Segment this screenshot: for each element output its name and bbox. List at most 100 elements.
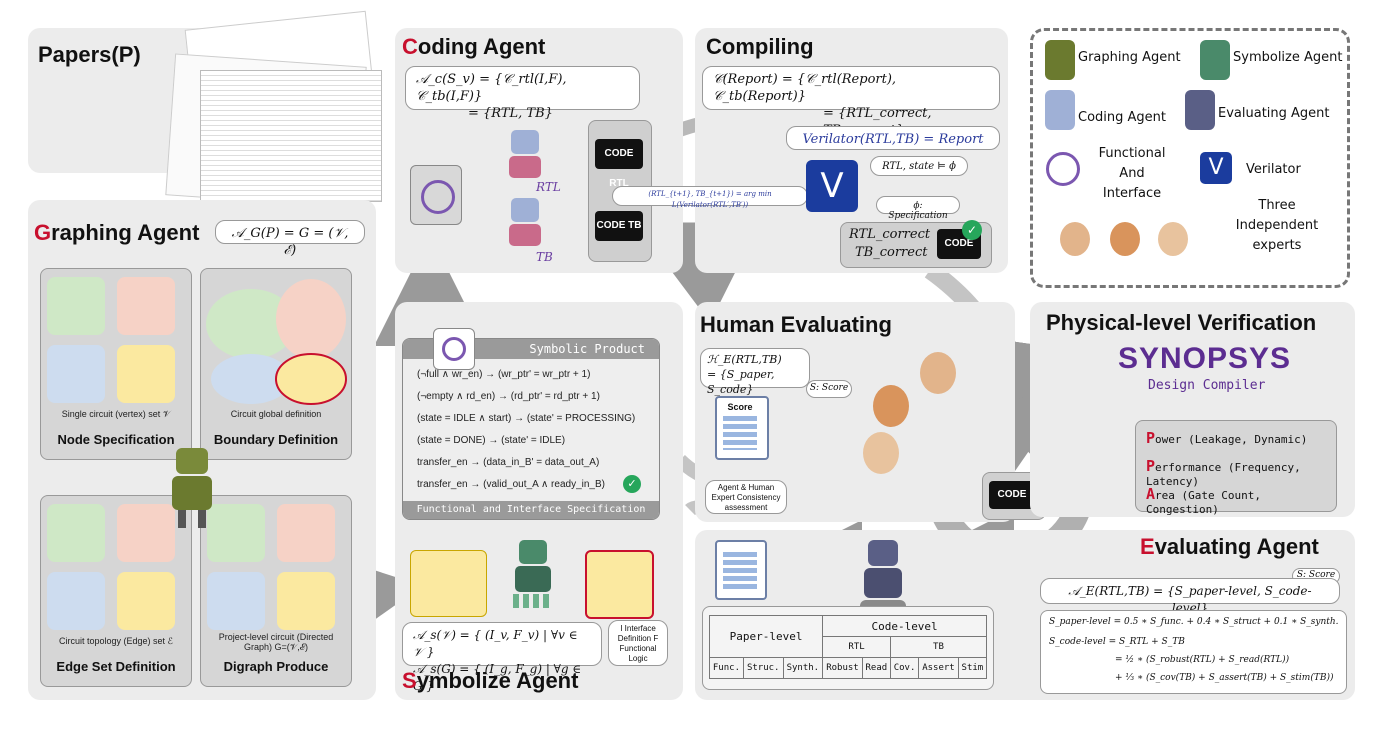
vertex-stack-right xyxy=(585,550,654,619)
symbolic-line: transfer_en → (data_in_B' = data_out_A) xyxy=(417,457,600,468)
eval-metric-table: Paper-level Code-level RTL TB Func. Stru… xyxy=(708,615,988,679)
digraph-caption: Project-level circuit (Directed Graph) G… xyxy=(218,632,334,652)
expert-avatar-icon xyxy=(873,385,909,427)
evaluating-formula: 𝒜_E(RTL,TB) = {S_paper-level, S_code-lev… xyxy=(1040,578,1340,615)
rtl-code-box: CODE RTL xyxy=(595,139,643,189)
rtl-label: RTL xyxy=(536,180,561,194)
tb-code-box: CODE TB xyxy=(595,211,643,241)
consistency-note: Agent & Human Expert Consistency assessm… xyxy=(705,480,787,514)
legend-symbolize-label: Symbolize Agent xyxy=(1233,50,1343,65)
score-equations: S_paper-level = 0.5 ∗ S_func. + 0.4 ∗ S_… xyxy=(1040,610,1347,694)
symbolic-line: (state = DONE) → (state' = IDLE) xyxy=(417,435,566,446)
legend-box xyxy=(1030,28,1350,288)
legend-evaluating-label: Evaluating Agent xyxy=(1218,106,1330,121)
metric-col: Synth. xyxy=(782,657,824,679)
verilator-chip-icon: V xyxy=(806,160,858,212)
compiling-formula: 𝒞(Report) = {𝒞_rtl(Report), 𝒞_tb(Report)… xyxy=(702,66,1000,138)
legend-graphing-label: Graphing Agent xyxy=(1078,50,1181,65)
node-caption: Single circuit (vertex) set 𝒱 xyxy=(61,409,171,419)
coding-title: Coding Agent xyxy=(402,34,546,59)
symbolic-line: transfer_en → (valid_out_A ∧ ready_in_B) xyxy=(417,479,605,490)
performance-item: Performance (Frequency, Latency) xyxy=(1146,457,1301,488)
expert-avatar-icon xyxy=(863,432,899,474)
tb-score-eq: + ⅓ ∗ (S_cov(TB) + S_assert(TB) + S_stim… xyxy=(1115,673,1334,683)
evaluating-robot-icon xyxy=(858,540,908,614)
symbolize-title: Symbolize Agent xyxy=(402,668,579,693)
symbolize-robot-icon xyxy=(513,540,553,610)
papers-title: Papers(P) xyxy=(38,42,141,67)
boundary-caption: Circuit global definition xyxy=(230,409,322,419)
vertex-stack-left xyxy=(410,550,487,617)
evaluating-title: Evaluating Agent xyxy=(1140,534,1319,559)
boundary-card: Circuit global definition Boundary Defin… xyxy=(200,268,352,460)
tb-label: TB xyxy=(536,250,553,264)
boundary-title: Boundary Definition xyxy=(213,432,339,447)
tb-robot-icon xyxy=(505,198,545,253)
code-score-eq: S_code-level = S_RTL + S_TB xyxy=(1049,637,1185,647)
human-formula: ℋ_E(RTL,TB) = {S_paper, S_code} xyxy=(700,348,810,396)
tb-correct-label: TB_correct xyxy=(855,245,928,260)
node-title: Node Specification xyxy=(57,432,175,447)
symbolize-note: I Interface Definition F Functional Logi… xyxy=(608,620,668,666)
graphing-title: Graphing Agent xyxy=(34,220,200,245)
tb-header: TB xyxy=(889,636,988,658)
metric-col: Assert xyxy=(918,657,959,679)
physical-title: Physical-level Verification xyxy=(1046,310,1317,335)
symbolic-line: (¬full ∧ wr_en) → (wr_ptr' = wr_ptr + 1) xyxy=(417,369,591,380)
synopsys-logo: SYNOPSYS xyxy=(1118,342,1292,375)
rtl-score-eq: = ½ ∗ (S_robust(RTL) + S_read(RTL)) xyxy=(1115,655,1290,665)
metric-col: Struc. xyxy=(742,657,784,679)
paper-level-header: Paper-level xyxy=(708,615,824,658)
compiling-title: Compiling xyxy=(706,34,814,59)
metric-col: Stim xyxy=(957,657,988,679)
edge-caption: Circuit topology (Edge) set ℰ xyxy=(59,636,173,646)
power-item: Power (Leakage, Dynamic) xyxy=(1146,429,1308,447)
rtl-header: RTL xyxy=(822,636,891,658)
compile-check-icon: ✓ xyxy=(962,220,982,240)
state-formula: RTL, state ⊨ ϕ xyxy=(870,156,968,176)
score-clipboard-icon: Score xyxy=(715,396,769,460)
legend-evaluating-icon xyxy=(1185,90,1215,130)
metric-col: Cov. xyxy=(889,657,920,679)
digraph-title: Digraph Produce xyxy=(223,659,329,674)
area-item: Area (Gate Count, Congestion) xyxy=(1146,485,1261,516)
symbolic-line: (state = IDLE ∧ start) → (state' = PROCE… xyxy=(417,413,636,424)
human-score-note: S: Score xyxy=(806,380,852,398)
digraph-card: Project-level circuit (Directed Graph) G… xyxy=(200,495,352,687)
legend-coding-label: Coding Agent xyxy=(1078,110,1166,125)
expert-avatar-icon xyxy=(1060,222,1090,256)
legend-verilator-icon: V xyxy=(1200,152,1232,184)
symbolic-footer: Functional and Interface Specification xyxy=(403,501,659,519)
eval-table-card: Paper-level Code-level RTL TB Func. Stru… xyxy=(702,606,994,690)
expert-avatar-icon xyxy=(1110,222,1140,256)
expert-avatar-icon xyxy=(920,352,956,394)
human-eval-title: Human Evaluating xyxy=(700,312,892,337)
node-spec-card: Single circuit (vertex) set 𝒱 Node Speci… xyxy=(40,268,192,460)
legend-graphing-icon xyxy=(1045,40,1075,80)
graphing-robot-icon xyxy=(168,448,216,528)
symbolize-formula: 𝒜_s(𝒱) = { (I_v, F_v) | ∀v ∈ 𝒱 } 𝒜_s(G) … xyxy=(402,622,602,693)
symbolic-functional-icon xyxy=(433,328,475,370)
paper-stack xyxy=(165,10,390,209)
spec-formula: ϕ: Specification xyxy=(876,196,960,221)
metric-col: Robust xyxy=(822,657,863,679)
argmin-formula: (RTL_{t+1}, TB_{t+1}) = arg min L(Verila… xyxy=(612,186,808,209)
eval-clipboard-icon xyxy=(715,540,767,600)
functional-interface-icon xyxy=(410,165,462,225)
legend-verilator-label: Verilator xyxy=(1246,162,1301,177)
metric-col: Read xyxy=(861,657,891,679)
edge-set-card: Circuit topology (Edge) set ℰ Edge Set D… xyxy=(40,495,192,687)
verilator-formula: Verilator(RTL,TB) = Report xyxy=(786,126,1000,150)
metric-col: Func. xyxy=(709,657,744,679)
rtl-robot-icon xyxy=(505,130,545,185)
expert-avatar-icon xyxy=(1158,222,1188,256)
boundary-blobs xyxy=(206,279,347,405)
synopsys-subtitle: Design Compiler xyxy=(1148,378,1266,393)
legend-experts-label: Three Independent experts xyxy=(1235,198,1319,253)
legend-functional-label: Functional And Interface xyxy=(1098,146,1166,201)
legend-functional-icon xyxy=(1046,152,1080,186)
rtl-correct-label: RTL_correct xyxy=(849,227,931,242)
paper-score-eq: S_paper-level = 0.5 ∗ S_func. + 0.4 ∗ S_… xyxy=(1049,617,1339,627)
ppa-card: Power (Leakage, Dynamic) Performance (Fr… xyxy=(1135,420,1337,516)
ring-code-box: CODE xyxy=(989,481,1035,509)
